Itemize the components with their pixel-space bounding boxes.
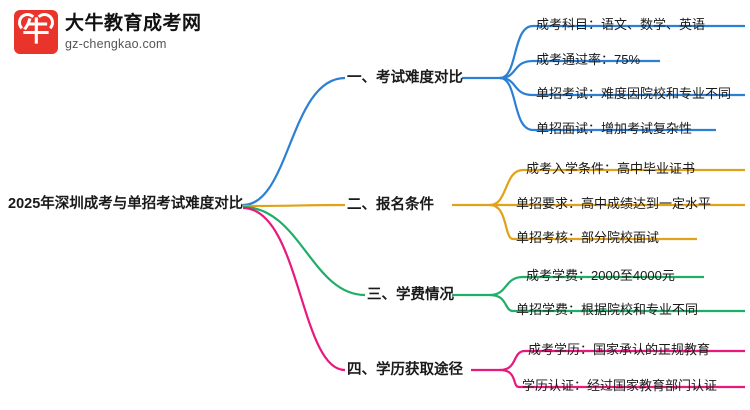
logo-glyph: 牛 bbox=[22, 17, 50, 47]
mindmap-root-label: 2025年深圳成考与单招考试难度对比 bbox=[8, 196, 244, 212]
branch-label-4[interactable]: 四、学历获取途径 bbox=[347, 362, 463, 378]
leaf-label-1-3[interactable]: 单招考试：难度因院校和专业不同 bbox=[536, 86, 732, 101]
leaf-label-2-3[interactable]: 单招考核：部分院校面试 bbox=[516, 230, 660, 245]
leaf-label-1-1[interactable]: 成考科目：语文、数学、英语 bbox=[536, 17, 706, 32]
leaf-label-4-1[interactable]: 成考学历：国家承认的正规教育 bbox=[528, 342, 711, 357]
logo-text-block: 大牛教育成考网 gz-chengkao.com bbox=[65, 12, 202, 52]
bull-horn-left-icon bbox=[18, 13, 37, 32]
branch-label-1[interactable]: 一、考试难度对比 bbox=[347, 70, 463, 86]
branch-label-3[interactable]: 三、学费情况 bbox=[367, 287, 454, 303]
leaf-label-3-2[interactable]: 单招学费：根据院校和专业不同 bbox=[516, 302, 699, 317]
logo-title: 大牛教育成考网 bbox=[65, 13, 202, 34]
leaf-label-2-1[interactable]: 成考入学条件：高中毕业证书 bbox=[526, 161, 696, 176]
leaf-label-3-1[interactable]: 成考学费：2000至4000元 bbox=[526, 268, 675, 283]
bull-head-icon: 牛 bbox=[14, 10, 58, 54]
bull-horn-right-icon bbox=[35, 13, 54, 32]
leaf-label-1-2[interactable]: 成考通过率：75% bbox=[536, 52, 641, 67]
leaf-label-4-2[interactable]: 学历认证：经过国家教育部门认证 bbox=[522, 378, 718, 393]
site-logo[interactable]: 牛 大牛教育成考网 gz-chengkao.com bbox=[14, 10, 202, 54]
leaf-label-2-2[interactable]: 单招要求：高中成绩达到一定水平 bbox=[516, 196, 712, 211]
logo-subtitle: gz-chengkao.com bbox=[65, 37, 167, 51]
leaf-label-1-4[interactable]: 单招面试：增加考试复杂性 bbox=[536, 121, 693, 136]
branch-label-2[interactable]: 二、报名条件 bbox=[347, 197, 434, 213]
